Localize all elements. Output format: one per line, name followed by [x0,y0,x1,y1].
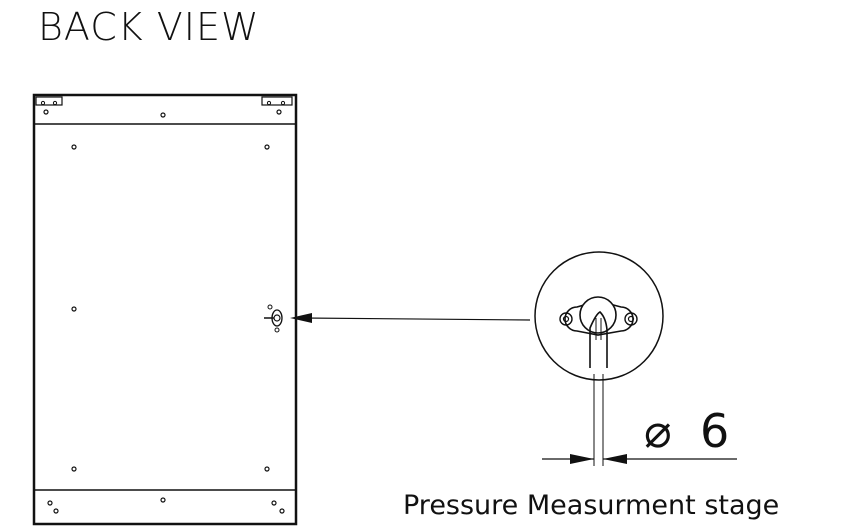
hole [71,306,77,312]
hole [279,508,285,514]
hole [47,500,53,506]
bolt-hole-right [624,312,638,326]
flange [564,300,634,336]
back-panel [32,93,298,526]
top-left-bracket [35,96,63,106]
dim-arrow-left [570,454,594,464]
detail-caption: Pressure Measurment stage [403,490,779,521]
top-right-bracket [261,96,293,106]
diameter-symbol: ⌀ [644,404,672,458]
detail-circle [534,251,664,381]
dimension-value: 6 [700,404,729,458]
hole [276,109,282,115]
dim-arrow-right [603,454,627,464]
pressure-fitting-small [264,304,283,333]
central-boss [579,296,617,334]
hole [53,508,59,514]
mounting-holes [43,109,285,514]
hole [160,112,166,118]
leader-arrow [290,313,531,323]
hole [160,497,166,503]
dimension-diameter: ⌀ 6 [542,374,737,466]
detail-view [534,251,664,381]
view-title: BACK VIEW [38,5,260,49]
hole [264,466,270,472]
hole [271,500,277,506]
arrow-head [290,313,312,323]
panel-outline [32,93,298,526]
hole [71,144,77,150]
bolt-hole-left [559,312,573,326]
hole [43,109,49,115]
hole [71,466,77,472]
nozzle-tube [589,311,608,368]
hole [264,144,270,150]
